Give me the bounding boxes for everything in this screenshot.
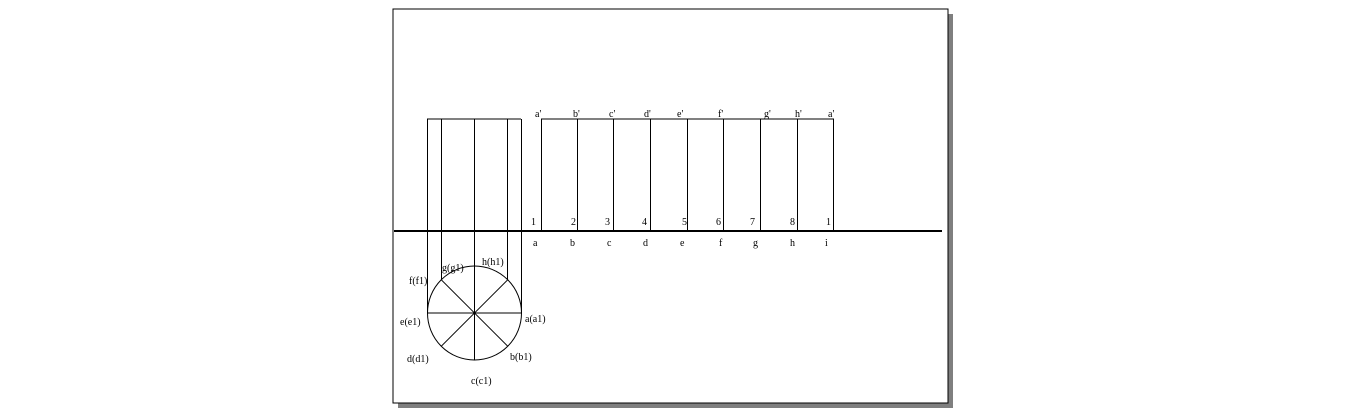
letter-label: i — [825, 238, 828, 249]
letter-label: c — [607, 238, 612, 249]
plan-circle-group — [427, 265, 522, 361]
letter-label: h — [790, 238, 795, 249]
letter-label: a — [533, 238, 538, 249]
letter-label: e — [680, 238, 685, 249]
circle-label-e: e(e1) — [400, 317, 421, 328]
circle-labels: h(h1) g(g1) f(f1) e(e1) a(a1) d(d1) b(b1… — [400, 257, 546, 387]
number-label: 4 — [642, 217, 647, 228]
top-label: f' — [718, 109, 723, 120]
letter-label: b — [570, 238, 575, 249]
number-label: 1 — [826, 217, 831, 228]
development-grid — [541, 118, 834, 231]
top-label: d' — [644, 109, 651, 120]
number-label: 7 — [750, 217, 755, 228]
top-labels: a' b' c' d' e' f' g' h' a' — [535, 109, 834, 120]
circle-label-b: b(b1) — [510, 352, 532, 363]
number-label: 1 — [531, 217, 536, 228]
number-label: 3 — [605, 217, 610, 228]
letter-label: g — [753, 238, 758, 249]
number-labels: 1 2 3 4 5 6 7 8 1 — [531, 217, 831, 228]
circle-label-c: c(c1) — [471, 376, 492, 387]
circle-label-h: h(h1) — [482, 257, 504, 268]
top-label: a' — [535, 109, 541, 120]
circle-label-a: a(a1) — [525, 314, 546, 325]
number-label: 8 — [790, 217, 795, 228]
number-label: 2 — [571, 217, 576, 228]
number-label: 6 — [716, 217, 721, 228]
circle-label-d: d(d1) — [407, 354, 429, 365]
page-frame — [392, 8, 949, 404]
top-label: b' — [573, 109, 580, 120]
circle-label-f: f(f1) — [409, 276, 427, 287]
circle-label-g: g(g1) — [442, 263, 464, 274]
number-label: 5 — [682, 217, 687, 228]
letter-label: f — [719, 238, 723, 249]
diameter-diagonal-2 — [440, 279, 509, 347]
top-label: g' — [764, 109, 771, 120]
top-label: h' — [795, 109, 802, 120]
top-label: e' — [677, 109, 683, 120]
letter-label: d — [643, 238, 648, 249]
top-label: a' — [828, 109, 834, 120]
top-label: c' — [609, 109, 615, 120]
letter-labels: a b c d e f g h i — [533, 238, 828, 249]
projection-block — [427, 118, 522, 313]
